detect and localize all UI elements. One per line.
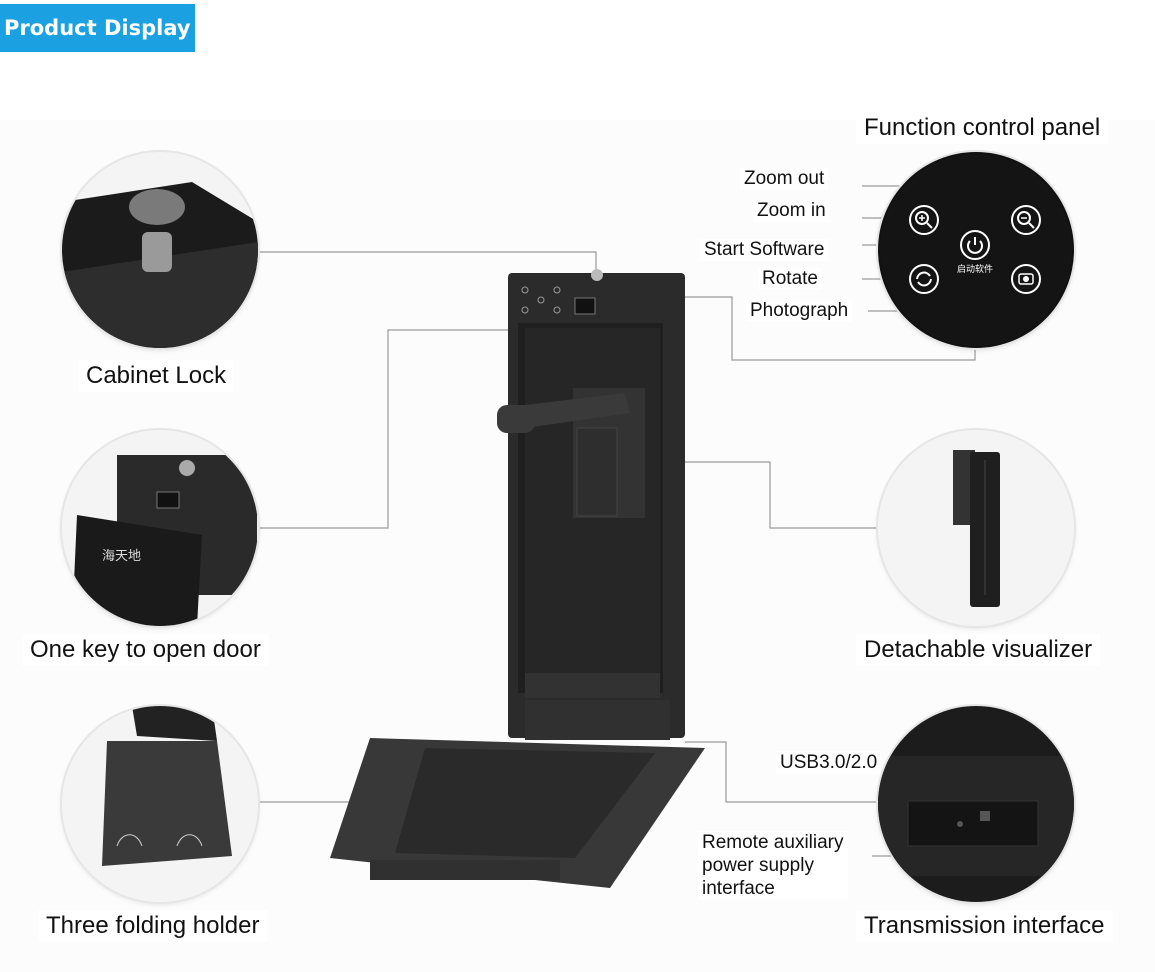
folding-holder-image	[62, 706, 258, 902]
detachable-label: Detachable visualizer	[856, 634, 1101, 666]
usb-label: USB3.0/2.0	[776, 751, 882, 774]
zoom-out-icon	[1011, 205, 1041, 235]
door-open-image: 海天地	[62, 430, 258, 626]
three-folding-label: Three folding holder	[38, 910, 268, 942]
cabinet-lock-label: Cabinet Lock	[78, 360, 235, 392]
photograph-label: Photograph	[746, 300, 853, 322]
zoom-in-label: Zoom in	[753, 200, 830, 222]
brand-logo-text: 海天地	[102, 549, 141, 564]
power-icon	[960, 230, 990, 260]
page-title: Product Display	[0, 4, 195, 52]
zoom-in-icon	[909, 205, 939, 235]
zoom-out-label: Zoom out	[740, 168, 829, 190]
one-key-open-label: One key to open door	[22, 634, 269, 666]
start-software-caption: 启动软件	[957, 263, 993, 275]
cabinet-lock-image	[62, 152, 258, 348]
function-panel-label: Function control panel	[856, 112, 1109, 144]
remote-line-1: Remote auxiliary	[702, 832, 844, 853]
remote-line-2: power supply	[702, 855, 814, 876]
remote-power-label: Remote auxiliary power supply interface	[698, 831, 848, 900]
rotate-label: Rotate	[758, 268, 822, 290]
book-scanner-device	[330, 269, 705, 888]
transmission-interface-image	[878, 706, 1074, 902]
function-panel-image: 启动软件	[878, 152, 1074, 348]
transmission-label: Transmission interface	[856, 910, 1113, 942]
detachable-visualizer-image	[878, 430, 1074, 626]
remote-line-3: interface	[702, 878, 775, 899]
camera-icon	[1011, 264, 1041, 294]
start-software-label: Start Software	[700, 239, 829, 261]
rotate-icon	[909, 264, 939, 294]
